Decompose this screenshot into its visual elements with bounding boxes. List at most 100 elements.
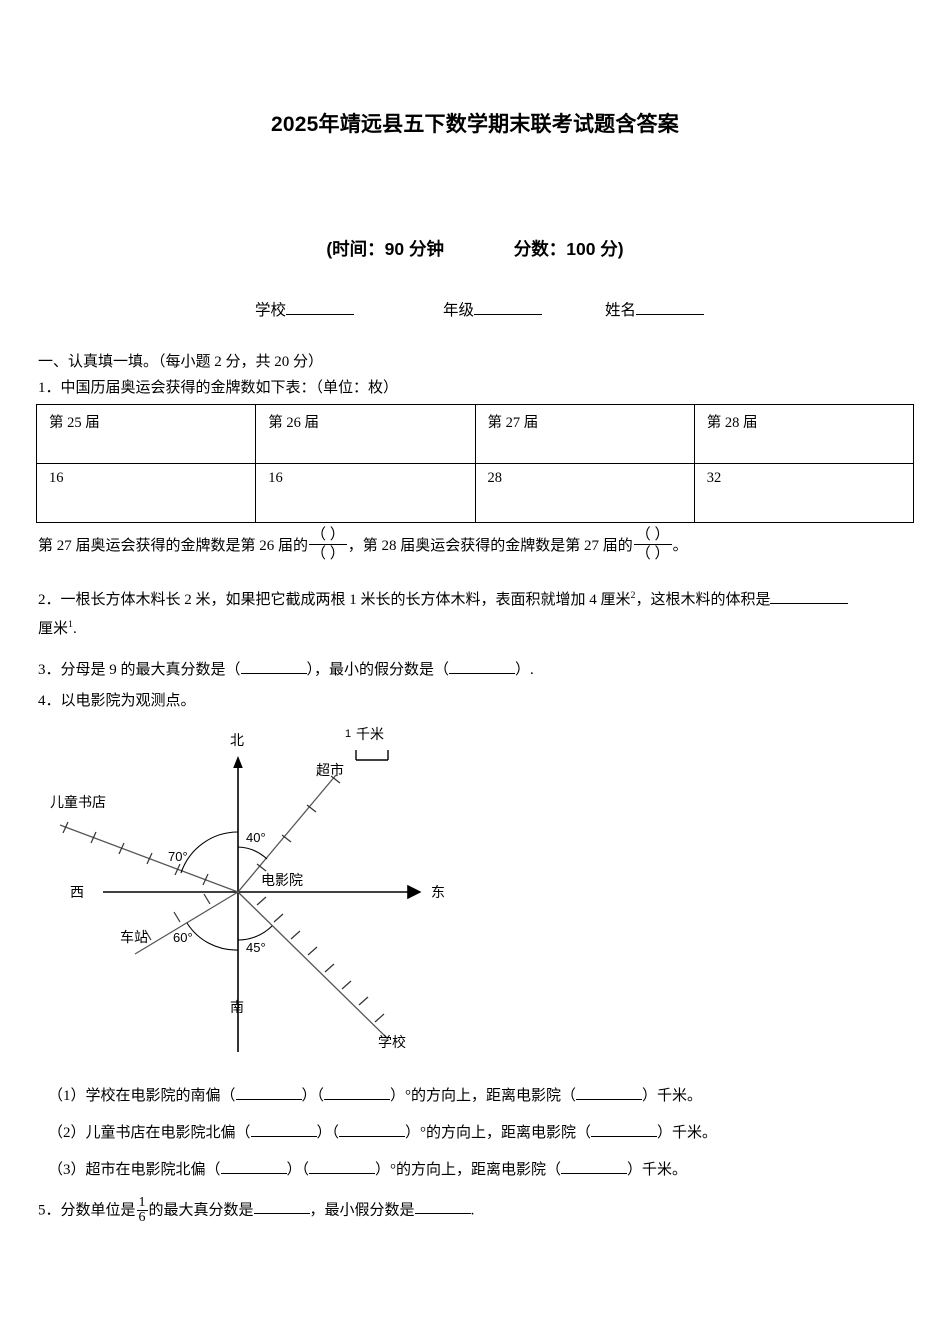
page-title: 2025年靖远县五下数学期末联考试题含答案 xyxy=(271,113,679,136)
question-2: 2．一根长方体木料长 2 米，如果把它截成两根 1 米长的长方体木料，表面积就增… xyxy=(38,589,918,612)
question-3-text-b: ），最小的假分数是（ xyxy=(306,662,450,678)
field-name-label: 姓名 xyxy=(605,302,637,319)
sub-1-text-a: 学校在电影院的南偏（ xyxy=(85,1088,236,1104)
label-south: 南 xyxy=(230,999,244,1015)
question-1: 1．中国历届奥运会获得的金牌数如下表：（单位：枚） xyxy=(38,377,398,400)
fraction-blank-1-denominator[interactable]: （ ） xyxy=(311,546,345,562)
question-5-text-d: . xyxy=(470,1202,475,1219)
table-header-cell-2: 第 26 届 xyxy=(255,404,476,464)
angle-label-40: 40° xyxy=(246,830,266,845)
question-5-number: 5． xyxy=(38,1202,61,1219)
table-row-header: 第 25 届 第 26 届 第 27 届 第 28 届 xyxy=(35,404,915,464)
sub-2-text-a: 儿童书店在电影院北偏（ xyxy=(85,1125,251,1141)
question-3-text-a: 分母是 9 的最大真分数是（ xyxy=(60,662,241,678)
sub-1-number: （1） xyxy=(48,1088,86,1104)
exam-score: 分数：100 分) xyxy=(513,239,624,259)
field-name-blank[interactable] xyxy=(636,301,705,315)
question-2-superscript-volume: 1 xyxy=(68,619,73,630)
label-west: 西 xyxy=(70,884,84,900)
question-1-note: 第 27 届奥运会获得的金牌数是第 26 届的（ ）（ ），第 28 届奥运会获… xyxy=(38,528,688,562)
medal-table: 第 25 届 第 26 届 第 27 届 第 28 届 16 16 28 32 xyxy=(35,404,915,523)
question-2-number: 2． xyxy=(38,592,61,608)
sub-3-text-c: ）°的方向上，距离电影院（ xyxy=(375,1162,562,1178)
scale-bar xyxy=(355,750,389,761)
sub-3-text-a: 超市在电影院北偏（ xyxy=(85,1162,221,1178)
question-4-sub-2: （2）儿童书店在电影院北偏（）（）°的方向上，距离电影院（）千米。 xyxy=(48,1121,717,1142)
field-name: 姓名 xyxy=(605,298,705,320)
question-2-blank[interactable] xyxy=(770,590,849,604)
question-5-blank-1[interactable] xyxy=(253,1200,310,1215)
sub-2-blank-3[interactable] xyxy=(591,1123,658,1137)
question-5-text-b: 的最大真分数是 xyxy=(148,1202,254,1219)
sub-3-number: （3） xyxy=(48,1162,86,1178)
question-1-note-part3: 。 xyxy=(672,537,688,554)
field-grade-blank[interactable] xyxy=(474,301,543,315)
angle-label-45: 45° xyxy=(246,940,266,955)
sub-2-text-c: ）°的方向上，距离电影院（ xyxy=(405,1125,592,1141)
question-2-text-a: 一根长方体木料长 2 米，如果把它截成两根 1 米长的长方体木料，表面积就增加 … xyxy=(60,592,631,608)
ray-station-ticks xyxy=(144,893,211,941)
question-3-number: 3． xyxy=(38,662,61,678)
label-school: 学校 xyxy=(378,1034,406,1050)
fraction-blank-1[interactable]: （ ）（ ） xyxy=(309,528,347,562)
sub-2-number: （2） xyxy=(48,1125,86,1141)
sub-3-blank-1[interactable] xyxy=(220,1160,287,1174)
table-header-cell-1: 第 25 届 xyxy=(35,404,257,464)
question-5-blank-2[interactable] xyxy=(414,1200,471,1215)
ray-childrens-bookstore xyxy=(59,821,239,893)
sub-3-blank-2[interactable] xyxy=(309,1160,376,1174)
question-2-superscript-area: 2 xyxy=(630,590,636,601)
exam-meta: (时间：90 分钟 分数：100 分) xyxy=(0,236,950,261)
question-3-blank-1[interactable] xyxy=(240,660,307,674)
question-4-text: 以电影院为观测点。 xyxy=(60,693,196,709)
question-3-blank-2[interactable] xyxy=(449,660,516,674)
sub-2-text-b: ）（ xyxy=(316,1125,340,1141)
sub-3-blank-3[interactable] xyxy=(561,1160,628,1174)
angle-arc-45 xyxy=(237,925,273,941)
ray-supermarket-ticks xyxy=(256,775,341,872)
scale-value: 1 xyxy=(345,728,352,740)
ray-bookstore-ticks xyxy=(62,821,209,886)
section-heading: 一、认真填一填。（每小题 2 分，共 20 分） xyxy=(38,354,324,370)
sub-1-blank-3[interactable] xyxy=(576,1086,643,1100)
label-supermarket: 超市 xyxy=(316,762,344,778)
question-3: 3．分母是 9 的最大真分数是（），最小的假分数是（）. xyxy=(38,659,534,682)
table-value-cell-1: 16 xyxy=(35,463,257,523)
ray-bus-station xyxy=(134,891,239,955)
question-2-text-b: ，这根木料的体积是 xyxy=(635,592,771,608)
field-grade-label: 年级 xyxy=(443,302,475,319)
fraction-blank-2-numerator[interactable]: （ ） xyxy=(633,527,672,545)
fraction-blank-2-denominator[interactable]: （ ） xyxy=(635,546,670,562)
question-1-note-part2: ，第 28 届奥运会获得的金牌数是第 27 届的 xyxy=(347,537,633,554)
table-header-cell-3: 第 27 届 xyxy=(474,404,695,464)
sub-2-blank-1[interactable] xyxy=(250,1123,317,1137)
sub-2-blank-2[interactable] xyxy=(339,1123,406,1137)
question-1-note-part1: 第 27 届奥运会获得的金牌数是第 26 届的 xyxy=(38,537,309,554)
fraction-denominator: 6 xyxy=(138,1210,146,1226)
fraction-blank-2[interactable]: （ ）（ ） xyxy=(633,527,672,562)
label-cinema: 电影院 xyxy=(261,872,303,888)
ray-school xyxy=(237,891,389,1040)
ray-supermarket xyxy=(237,774,341,893)
sub-1-text-d: ）千米。 xyxy=(642,1088,703,1104)
question-5-text-c: ，最小假分数是 xyxy=(309,1202,415,1219)
sub-1-blank-1[interactable] xyxy=(235,1086,302,1100)
label-east: 东 xyxy=(431,884,445,900)
sub-1-text-c: ）°的方向上，距离电影院（ xyxy=(390,1088,577,1104)
table-value-cell-4: 32 xyxy=(693,463,915,523)
field-school-blank[interactable] xyxy=(286,301,355,315)
table-header-cell-4: 第 28 届 xyxy=(693,404,915,464)
question-4-number: 4． xyxy=(38,693,61,709)
sub-1-blank-2[interactable] xyxy=(324,1086,391,1100)
fraction-numerator: 1 xyxy=(136,1195,148,1212)
fraction-blank-1-numerator[interactable]: （ ） xyxy=(309,527,347,545)
question-1-number: 1． xyxy=(38,380,61,396)
field-school-label: 学校 xyxy=(255,302,287,319)
field-school: 学校 xyxy=(255,298,355,320)
sub-1-text-b: ）（ xyxy=(301,1088,325,1104)
north-arrow-head xyxy=(233,756,243,768)
angle-arc-40 xyxy=(237,846,268,860)
